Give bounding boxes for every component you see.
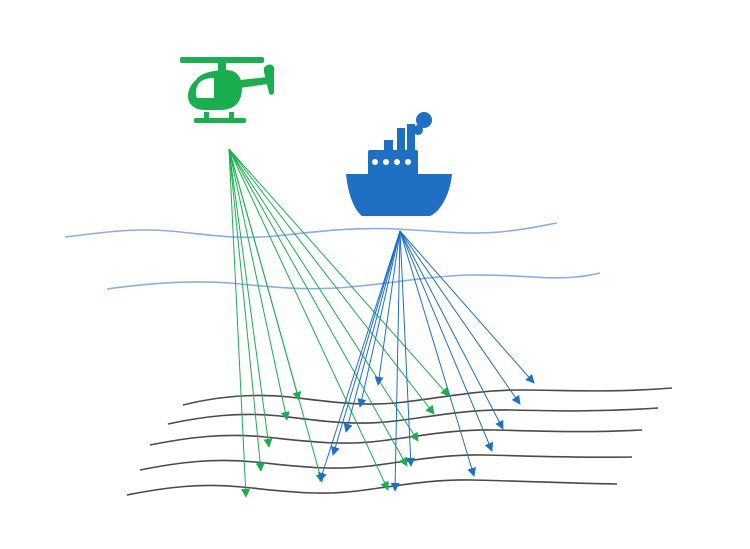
helicopter-ray-8 <box>228 148 408 467</box>
helicopter-icon <box>180 57 275 123</box>
ship-ray-1 <box>318 230 401 482</box>
ship-ray-7 <box>399 230 476 477</box>
seabed-layer-3 <box>149 429 643 446</box>
ship-ray-3 <box>343 230 401 433</box>
ship-ray-9 <box>399 230 504 430</box>
ship-ray-11 <box>399 230 535 384</box>
water-surface-lines <box>64 222 601 290</box>
water-line-2 <box>106 272 601 290</box>
seabed-layer-5 <box>126 479 618 496</box>
helicopter-ray-9 <box>228 148 419 442</box>
helicopter-ray-3 <box>228 148 273 448</box>
helicopter-signal-rays <box>228 148 450 498</box>
seabed-layers <box>126 387 673 496</box>
helicopter-ray-6 <box>228 148 325 483</box>
ship-ray-4 <box>357 230 401 408</box>
seabed-layer-2 <box>167 407 659 425</box>
helicopter-ray-1 <box>228 148 251 498</box>
ship-ray-2 <box>331 230 401 456</box>
ship-ray-10 <box>399 230 521 405</box>
ship-ray-12 <box>399 230 416 467</box>
ship-signal-rays <box>318 230 535 492</box>
seabed-layer-1 <box>182 387 673 406</box>
ship-icon <box>346 112 452 216</box>
water-line-1 <box>64 222 558 239</box>
helicopter-ray-10 <box>228 148 435 415</box>
helicopter-ray-7 <box>228 148 389 491</box>
ship-ray-6 <box>390 230 401 492</box>
ship-ray-8 <box>399 230 494 452</box>
seabed-layer-4 <box>139 454 633 471</box>
ship-ray-5 <box>374 230 401 386</box>
helicopter-ray-11 <box>228 148 450 397</box>
helicopter-ray-2 <box>228 148 265 472</box>
helicopter-ray-4 <box>228 148 290 421</box>
